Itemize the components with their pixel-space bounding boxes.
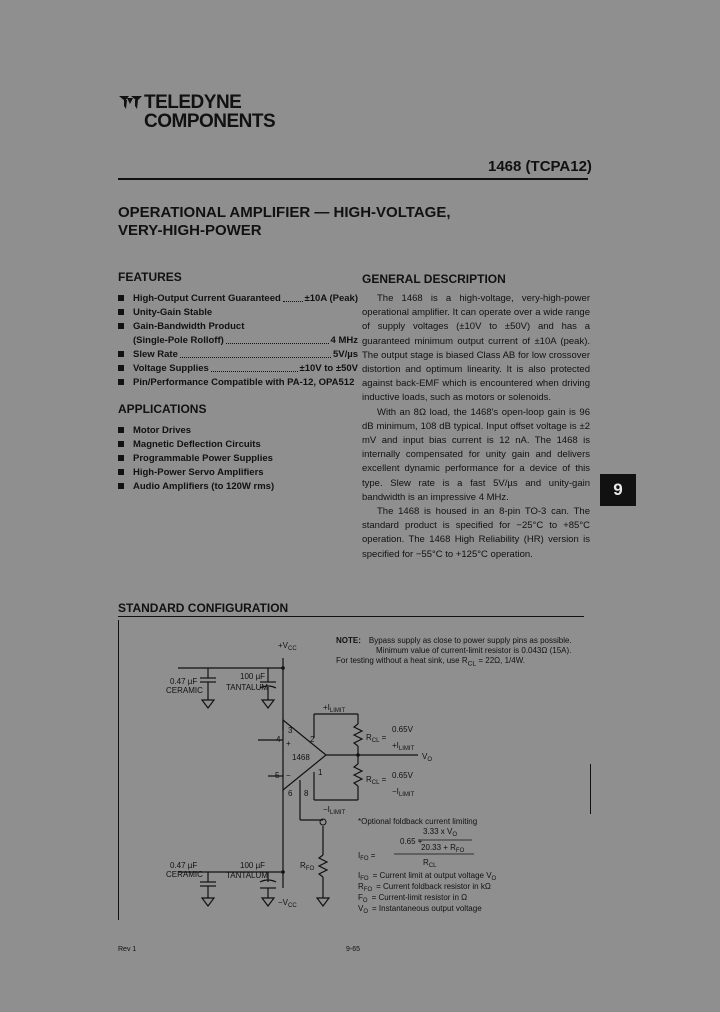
ifo-constant: 0.65 + [400, 837, 423, 846]
feature-item: Gain-Bandwidth Product [118, 320, 358, 334]
ifo-symbol: IFO = [358, 851, 376, 862]
frame-line [590, 764, 591, 814]
opamp-minus: − [286, 771, 291, 780]
part-number: 1468 (TCPA12) [488, 158, 592, 175]
feature-item: (Single-Pole Rolloff)4 MHz [133, 335, 358, 346]
cap4-type: TANTALUM [226, 871, 268, 880]
ilimit-pos-label: +ILIMIT [323, 703, 346, 714]
teledyne-logo-icon [119, 96, 142, 109]
description-paragraph: The 1468 is housed in an 8-pin TO-3 can.… [362, 506, 590, 560]
section-tab: 9 [600, 474, 636, 506]
vcc-pos-label: +VCC [278, 641, 297, 652]
footer-revision: Rev 1 [118, 946, 137, 953]
title-line1: OPERATIONAL AMPLIFIER — HIGH-VOLTAGE, [118, 204, 451, 221]
rcl-denominator: +ILIMIT [392, 741, 415, 752]
pin-label: 1 [318, 768, 323, 777]
application-item: Programmable Power Supplies [118, 452, 358, 466]
brand-name-line2: COMPONENTS [144, 111, 276, 132]
standard-configuration-schematic: +VCC 0.47 µF CERAMIC 100 µF TANTALUM 3 4… [166, 641, 497, 915]
feature-item: Pin/Performance Compatible with PA-12, O… [118, 376, 358, 390]
features-heading: FEATURES [118, 270, 182, 284]
pin-label: 3 [288, 726, 293, 735]
legend-row: IFO= Current limit at output voltage VO [358, 871, 497, 882]
feature-item: Voltage Supplies±10V to ±50V [118, 362, 358, 376]
legend-row: RFO= Current foldback resistor in kΩ [358, 882, 491, 893]
cap3-value: 0.47 µF [170, 861, 197, 870]
feature-item: High-Output Current Guaranteed±10A (Peak… [118, 292, 358, 306]
output-label: VO [422, 752, 432, 763]
rcl-label: RCL = [366, 775, 387, 786]
application-item: Motor Drives [118, 424, 358, 438]
applications-list-wrap: Motor Drives Magnetic Deflection Circuit… [118, 424, 358, 494]
note-label: NOTE: [336, 636, 361, 645]
cap1-type: CERAMIC [166, 686, 203, 695]
cap3-type: CERAMIC [166, 870, 203, 879]
rcl-denominator: −ILIMIT [392, 787, 415, 798]
page-number: 9-65 [346, 946, 361, 953]
header-rule [118, 178, 588, 180]
application-item: High-Power Servo Amplifiers [118, 466, 358, 480]
legend-row: VO= Instantaneous output voltage [358, 904, 482, 915]
feature-item: Unity-Gain Stable [118, 306, 358, 320]
note-line: Minimum value of current-limit resistor … [376, 646, 572, 655]
description-paragraph: The 1468 is a high-voltage, very-high-po… [362, 293, 590, 404]
configuration-note: NOTE: Bypass supply as close to power sup… [336, 636, 586, 670]
pin-label: 5 [275, 771, 280, 780]
cap4-value: 100 µF [240, 861, 265, 870]
opamp-plus: + [286, 739, 291, 748]
cap1-value: 0.47 µF [170, 677, 197, 686]
pin-label: 2 [310, 735, 315, 744]
pin-label: 6 [288, 789, 293, 798]
rfo-label: RFO [300, 861, 314, 872]
application-item: Magnetic Deflection Circuits [118, 438, 358, 452]
title-line2: VERY-HIGH-POWER [118, 222, 262, 239]
legend-row: FO= Current-limit resistor in Ω [358, 893, 467, 904]
vcc-neg-label: −VCC [278, 898, 297, 909]
ilimit-neg-label: −ILIMIT [323, 805, 346, 816]
standard-configuration-heading: STANDARD CONFIGURATION [118, 601, 289, 615]
application-item: Audio Amplifiers (to 120W rms) [118, 480, 358, 494]
opamp-model: 1468 [292, 753, 310, 762]
ifo-denominator2: RCL [423, 858, 437, 869]
frame-line [118, 620, 119, 920]
ifo-denominator: 20.33 + RFO [421, 843, 465, 854]
foldback-formula: *Optional foldback current limiting 3.33… [358, 817, 497, 915]
cap2-value: 100 µF [240, 672, 265, 681]
general-description-heading: GENERAL DESCRIPTION [362, 272, 506, 286]
features-list-wrap: High-Output Current Guaranteed±10A (Peak… [118, 292, 358, 390]
description-paragraph: With an 8Ω load, the 1468's open-loop ga… [362, 406, 590, 503]
features-list: High-Output Current Guaranteed±10A (Peak… [118, 292, 358, 390]
pin-label: 4 [276, 735, 281, 744]
rcl-numerator: 0.65V [392, 725, 414, 734]
pin-label: 8 [304, 789, 309, 798]
cap2-type: TANTALUM [226, 683, 268, 692]
rcl-numerator: 0.65V [392, 771, 414, 780]
rcl-label: RCL = [366, 733, 387, 744]
applications-heading: APPLICATIONS [118, 402, 207, 416]
foldback-title: *Optional foldback current limiting [358, 817, 477, 826]
general-description-body: The 1468 is a high-voltage, very-high-po… [362, 292, 590, 562]
applications-list: Motor Drives Magnetic Deflection Circuit… [118, 424, 358, 494]
section-rule [118, 616, 584, 617]
ifo-numerator: 3.33 x VO [423, 827, 457, 838]
note-line: For testing without a heat sink, use RCL… [336, 656, 526, 668]
note-line: Bypass supply as close to power supply p… [368, 636, 572, 645]
document-title: OPERATIONAL AMPLIFIER — HIGH-VOLTAGE, VE… [118, 204, 518, 240]
brand-name-line1: TELEDYNE [144, 92, 242, 113]
